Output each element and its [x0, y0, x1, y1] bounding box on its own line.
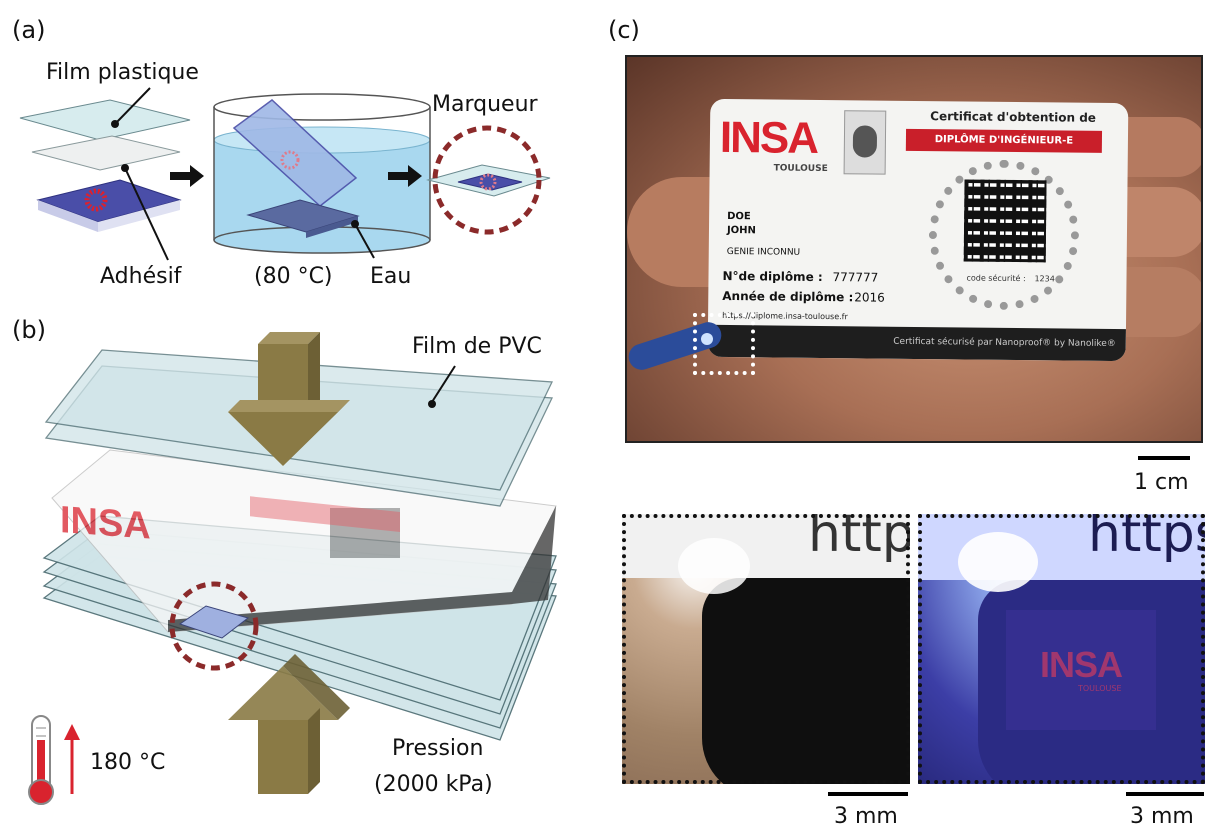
temperature-180-label: 180 °C: [90, 750, 166, 775]
marker-ring: [432, 125, 542, 235]
university-seal: [843, 110, 887, 175]
card-footer-band: Certificat sécurisé par Nanoproof® by Na…: [707, 324, 1126, 362]
card-photo: INSA TOULOUSE Certificat d'obtention de …: [625, 55, 1203, 443]
security-code: 1234: [1034, 274, 1055, 284]
pressure-value-label: (2000 kPa): [374, 772, 493, 797]
thermometer-icon: [28, 715, 54, 805]
panel-a-diagram: [19, 87, 551, 261]
pressure-label: Pression: [392, 736, 484, 761]
zoom-photo-visible: https: [622, 514, 910, 784]
up-arrow: [228, 654, 350, 794]
marker-dots: [84, 188, 108, 212]
adhesive-label: Adhésif: [100, 264, 182, 289]
zoom-text-uv: https: [1088, 514, 1205, 564]
diploma-card: INSA TOULOUSE Certificat d'obtention de …: [707, 98, 1129, 362]
marker-substrate: [457, 173, 523, 191]
svg-text:INSA: INSA: [60, 499, 151, 547]
scale-label-1cm: 1 cm: [1134, 470, 1189, 495]
temperature-80-label: (80 °C): [254, 264, 333, 289]
marker-label: Marqueur: [432, 92, 538, 117]
pvc-film-label: Film de PVC: [412, 334, 542, 359]
last-name: DOE: [727, 211, 751, 223]
zoom-frame-uv: [918, 514, 1205, 784]
plastic-film-sheet: [19, 99, 191, 141]
program: GENIE INCONNU: [726, 246, 801, 258]
substrate-side: [38, 200, 98, 232]
process-arrow-2: [388, 165, 422, 187]
qr-code: [963, 179, 1047, 263]
zoom-text-visible: https: [808, 514, 910, 564]
scale-label-3mm-left: 3 mm: [834, 804, 898, 829]
panel-c-letter: (c): [608, 16, 640, 44]
zoom-region-frame: [693, 313, 755, 375]
tilted-film: [232, 99, 358, 207]
zoom-frame-visible: [622, 514, 910, 784]
scale-label-3mm-right: 3 mm: [1130, 804, 1194, 829]
security-label: code sécurité :: [966, 273, 1026, 284]
insa-logo-sub: TOULOUSE: [773, 163, 828, 175]
card-footer-text: Certificat sécurisé par Nanoproof® by Na…: [893, 336, 1116, 350]
uv-marker-square: [1006, 610, 1156, 730]
down-arrow: [228, 332, 350, 466]
first-name: JOHN: [726, 225, 757, 237]
insa-logo: INSA: [719, 112, 818, 163]
card-banner: DIPLÔME D'INGÉNIEUR-E: [905, 128, 1103, 153]
scale-bar-3mm-left: [828, 792, 908, 796]
uv-insa-logo-sub: TOULOUSE: [1078, 684, 1122, 693]
year-label: Année de diplôme :: [722, 288, 854, 305]
panel-a-letter: (a): [12, 16, 46, 44]
card-marker-ring: [169, 581, 259, 671]
adhesive-sheet: [31, 135, 181, 171]
scale-bar-1cm: [1138, 456, 1190, 460]
process-arrow-1: [170, 165, 204, 187]
water-label: Eau: [370, 264, 412, 289]
panel-b-letter: (b): [12, 316, 46, 344]
scale-bar-3mm-right: [1126, 792, 1204, 796]
card-banner-text: DIPLÔME D'INGÉNIEUR-E: [934, 134, 1074, 147]
year: 2016: [854, 290, 885, 305]
diploma-no-label: N°de diplôme :: [722, 268, 823, 285]
card-title: Certificat d'obtention de: [930, 109, 1097, 125]
plastic-film-label: Film plastique: [46, 60, 199, 85]
temperature-up-arrow: [64, 724, 80, 740]
zoom-photo-uv: https INSA TOULOUSE: [918, 514, 1205, 784]
diploma-no: 777777: [832, 270, 879, 285]
uv-insa-logo: INSA: [1040, 644, 1123, 685]
panel-b-diagram: INSA: [28, 332, 557, 805]
